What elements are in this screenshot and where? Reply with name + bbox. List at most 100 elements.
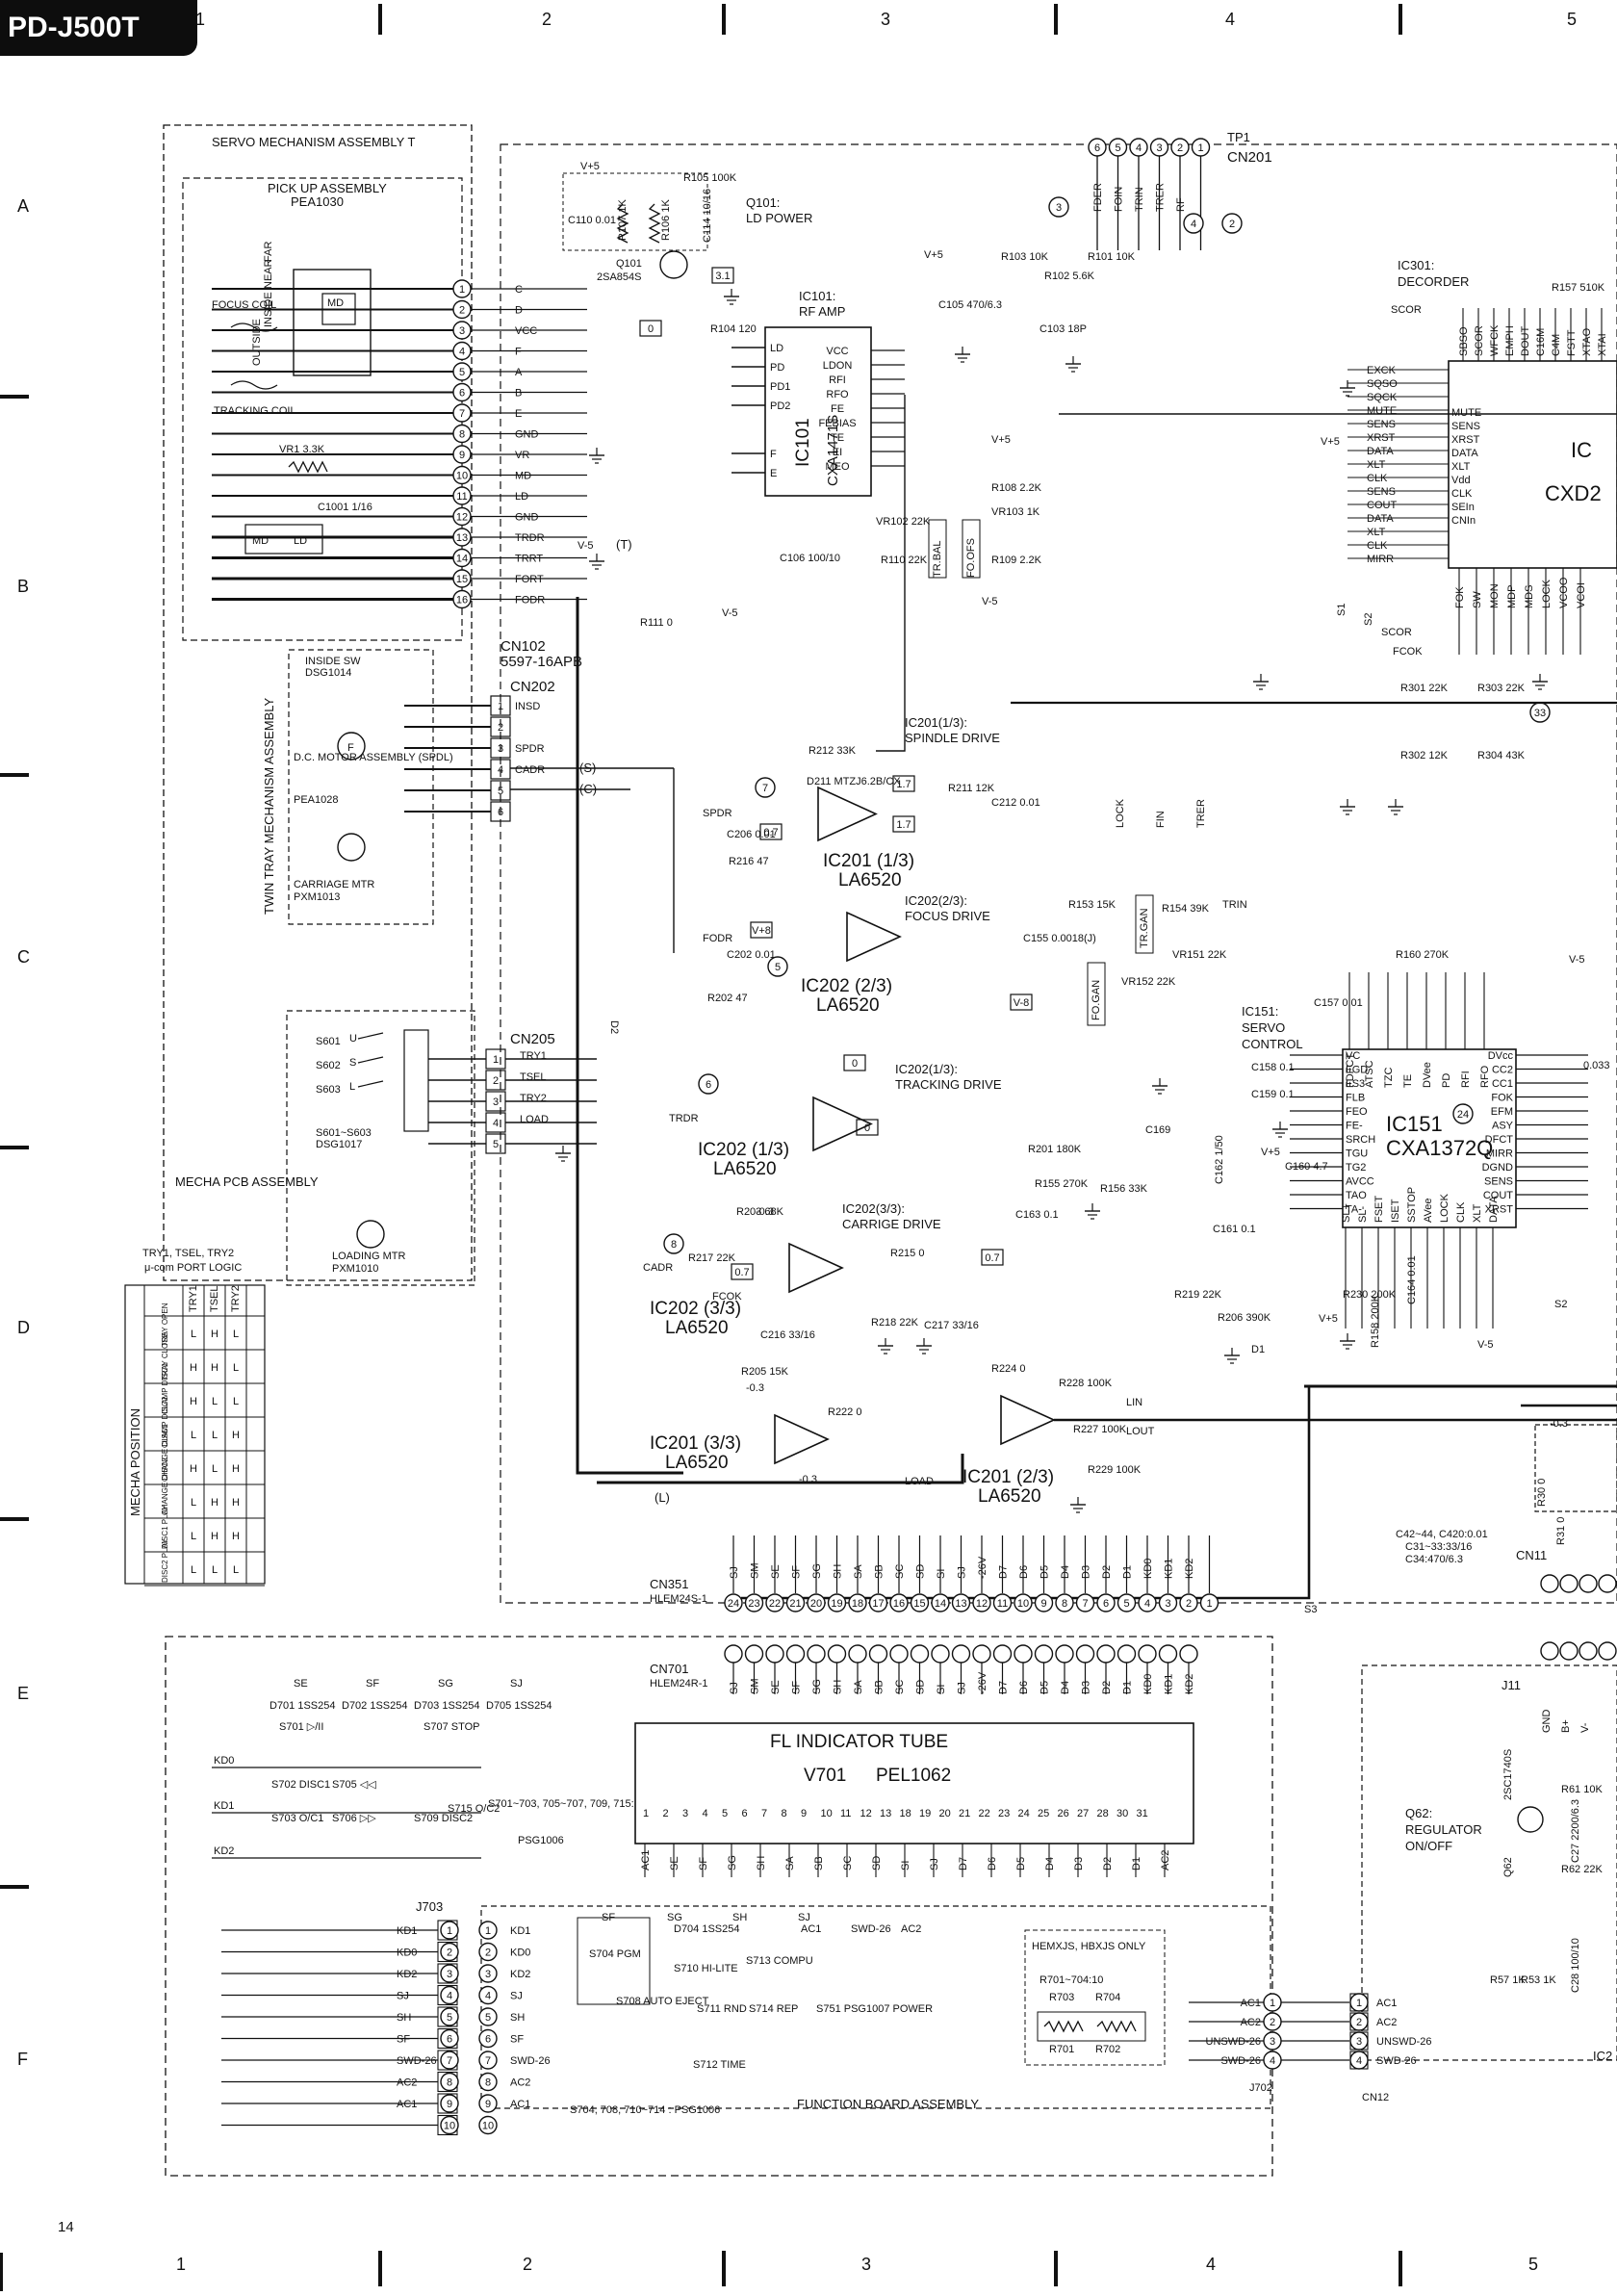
ruler-row: B <box>17 577 29 596</box>
cn351-pin <box>972 1593 991 1612</box>
cn351-pin <box>848 1593 867 1612</box>
cn205-pin: 3 <box>493 1096 499 1108</box>
cn351-pin-number: 8 <box>1062 1598 1067 1610</box>
cn701-pin <box>744 1644 764 1664</box>
cn202-pin: 1 <box>498 701 503 712</box>
r31-label: R31 0 <box>1555 1517 1567 1545</box>
cn202-pin: 4 <box>498 764 503 776</box>
ic301-left-pin: SQCK <box>1367 392 1398 403</box>
ic151-left-pin: FLB <box>1346 1093 1365 1104</box>
cn11-pin <box>1559 1574 1578 1593</box>
fb-switch-box <box>577 1917 651 2005</box>
s3-bus <box>741 1386 1311 1600</box>
pickup-md-label: MD <box>327 297 344 309</box>
r222-label: R205 15K <box>741 1366 789 1378</box>
j703-pin-number: 7 <box>447 2055 452 2067</box>
j703-signal: SWD-26 <box>397 2055 437 2067</box>
j11-pin-circle <box>1598 1641 1617 1661</box>
net-lock: FCOK <box>1393 646 1423 658</box>
ic151-left-pin: TA- <box>1346 1204 1362 1216</box>
testpoint-3-label: 3 <box>1056 202 1062 214</box>
q62-label: Q62 <box>1502 1857 1514 1877</box>
tray-logic-table <box>124 1284 266 1585</box>
cn351-pin-number: 1 <box>1206 1598 1212 1610</box>
r157-label: R158 200K <box>1370 1294 1381 1348</box>
ic301-inner-pin: MUTE <box>1451 407 1481 419</box>
tray-logic-value: H <box>211 1497 218 1509</box>
fl-tube-pin-number: 12 <box>860 1808 872 1819</box>
testpoint-6-label: 6 <box>706 1079 711 1091</box>
cn351-pin-number: 23 <box>748 1598 759 1610</box>
ic101-left-pin: PD1 <box>770 381 790 393</box>
ic201c-opamp <box>774 1413 830 1465</box>
j703-pin <box>440 1985 459 2005</box>
tp1-label: TP1 <box>1227 130 1250 144</box>
d211-label: D211 MTZJ6.2B/CX <box>807 776 901 787</box>
tr-bal-label: TR.BAL <box>932 540 943 578</box>
cn102-pin-number: 3 <box>459 325 465 337</box>
cn351-signal: D3 <box>1081 1565 1092 1579</box>
j702-signal: AC2 <box>1241 2017 1261 2028</box>
spindle-v2-box <box>892 815 915 833</box>
ic301-body1: IC <box>1571 438 1592 462</box>
cn701-signal: KD2 <box>1184 1674 1195 1694</box>
ic301-inner-pin: CLK <box>1451 488 1473 500</box>
ic301-left-pin: DATA <box>1367 446 1394 457</box>
cn202-signal: CADR <box>515 764 545 776</box>
ic301-inner-pin: Vdd <box>1451 475 1471 486</box>
net-scor: SCOR <box>1391 304 1422 316</box>
key-switch-label: S707 STOP <box>424 1721 480 1733</box>
tray-logic-title: TRY1, TSEL, TRY2 <box>142 1248 234 1259</box>
tray-logic-pos: CLAMP DISC2 <box>161 1396 169 1448</box>
cn701-pin <box>868 1644 888 1664</box>
fb-power-label: S751 PSG1007 POWER <box>816 2003 933 2015</box>
carriage-mtr-part: PXM1013 <box>294 891 340 903</box>
ic151-right-pin: SENS <box>1484 1176 1513 1188</box>
c28-label: C28 100/10 <box>1570 1938 1581 1993</box>
ic301-inner-pin: SENS <box>1451 421 1480 432</box>
fb-left-signal: SWD-26 <box>510 2055 551 2067</box>
ic301-bottom-pin: SW <box>1472 591 1483 608</box>
j703-signal: KD1 <box>397 1925 417 1937</box>
fl-tube-pin-label: AC1 <box>640 1850 652 1870</box>
fl-tube-pin-label: SE <box>669 1856 680 1870</box>
key-diode-label: D702 1SS254 <box>342 1700 408 1712</box>
cn701-pin <box>972 1644 991 1664</box>
fl-tube-pin-label: D7 <box>958 1857 969 1870</box>
twin-tray-title: TWIN TRAY MECHANISM ASSEMBLY <box>262 698 276 915</box>
net-s1: S1 <box>1336 604 1348 616</box>
cn701-signal: KD1 <box>1164 1674 1175 1694</box>
ic301-top-pin: FSTT <box>1566 329 1578 356</box>
cn102-part: 5597-16APB <box>500 654 582 670</box>
j703-pin-number: 8 <box>447 2077 452 2089</box>
cn102-signal: LD <box>515 491 528 503</box>
key-diode-label: D705 1SS254 <box>486 1700 552 1712</box>
ic101-right-pin: TE <box>831 432 844 444</box>
ic151-part: CXA1372Q <box>1386 1136 1493 1160</box>
pickup-assembly-title: PICK UP ASSEMBLY <box>268 181 387 195</box>
j702-signal: SWD-26 <box>1220 2055 1261 2067</box>
ic151-bottom-pin: ISET <box>1390 1199 1401 1223</box>
rf-link <box>876 395 906 752</box>
tray-logic-value: L <box>233 1329 239 1340</box>
cn701-name: CN701 <box>650 1662 688 1676</box>
fl-tube-pin-label: SA <box>784 1856 796 1870</box>
net-d2: D2 <box>608 1020 620 1034</box>
ic101-right-pin: VCC <box>826 346 848 357</box>
tray-logic-pos: CHANGE DISC2 <box>161 1457 169 1515</box>
ic301-left-pin: SENS <box>1367 419 1396 430</box>
switch-range: S601~S603 <box>316 1127 372 1139</box>
ic301-left-pin: MIRR <box>1367 554 1394 565</box>
q101-label: Q101 <box>616 258 642 270</box>
fl-tube-pin-label: SG <box>727 1855 738 1870</box>
testpoint-3 <box>1048 196 1069 218</box>
cn701-pin <box>848 1644 867 1664</box>
cn12-signal: UNSWD-26 <box>1376 2036 1431 2048</box>
tray-logic-pos: DISC2 PLAY <box>161 1538 169 1583</box>
r230-label: R229 100K <box>1088 1464 1142 1476</box>
j703-pin-b-number: 7 <box>485 2055 491 2067</box>
cn205-pin: 5 <box>493 1139 499 1150</box>
cn701-signal: -26V <box>977 1671 988 1694</box>
net-fcok: SCOR <box>1381 627 1412 638</box>
ic301-inner-pin: XLT <box>1451 461 1471 473</box>
